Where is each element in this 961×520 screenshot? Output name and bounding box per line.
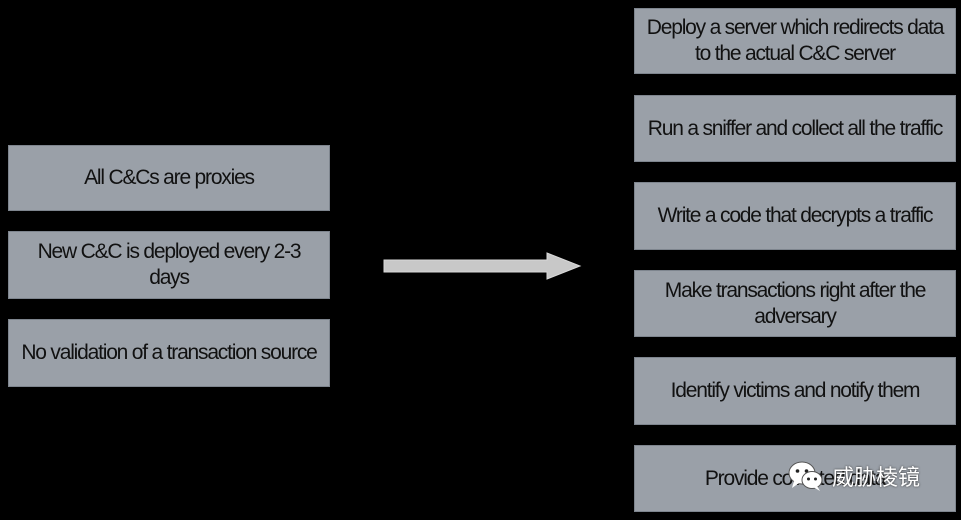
problem-box-3: No validation of a transaction source [8,319,330,387]
solution-text-2: Run a sniffer and collect all the traffi… [647,116,944,140]
solution-box-3: Write a code that decrypts a traffic [634,182,956,250]
problem-text-3: No validation of a transaction source [21,341,317,364]
solution-box-2: Run a sniffer and collect all the traffi… [634,95,956,162]
solution-text-1: Deploy a server which redirects data to … [646,16,945,65]
solution-text-3: Write a code that decrypts a traffic [657,204,934,227]
problem-box-2: New C&C is deployed every 2-3 days [8,231,330,299]
solution-text-5: Identify victims and notify them [670,379,921,402]
problem-text-1: All C&Cs are proxies [84,166,255,189]
wechat-icon [788,461,823,491]
watermark-text: 威胁棱镜 [832,465,921,490]
solution-box-1: Deploy a server which redirects data to … [634,8,956,74]
right-arrow-icon [383,252,582,280]
solution-box-5: Identify victims and notify them [634,357,956,425]
solution-box-4: Make transactions right after the advers… [634,270,956,337]
problem-box-1: All C&Cs are proxies [8,145,330,211]
wechat-watermark: 威胁棱镜 [786,456,920,496]
solution-text-4: Make transactions right after the advers… [664,278,927,328]
problem-text-2: New C&C is deployed every 2-3 days [37,240,302,289]
